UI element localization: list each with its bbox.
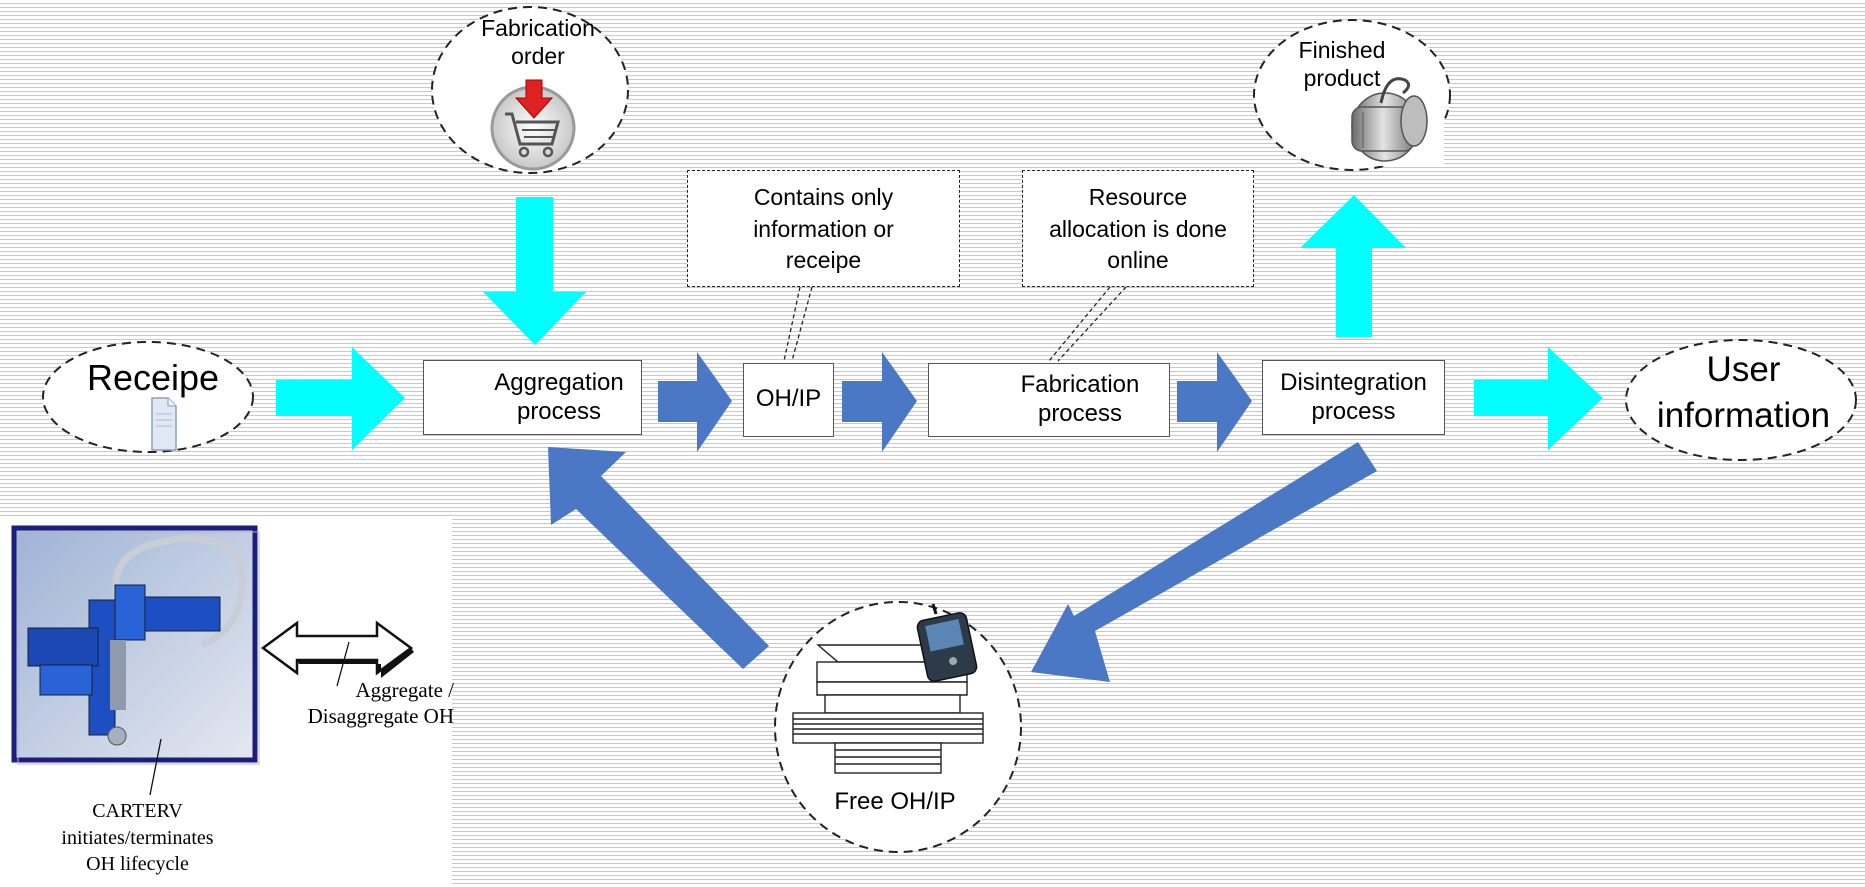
callout-leader bbox=[1057, 286, 1127, 362]
blue-arrow-diagonal-icon bbox=[1031, 442, 1377, 682]
fabrication-callout-box bbox=[1022, 170, 1254, 287]
carterv-pointer-line bbox=[149, 738, 162, 796]
document-icon bbox=[151, 397, 177, 451]
cyan-arrow-up-icon bbox=[1300, 195, 1406, 337]
blue-arrow-right-icon bbox=[658, 352, 732, 452]
cyan-arrow-down-icon bbox=[483, 197, 586, 345]
blue-arrow-right-icon bbox=[1177, 352, 1252, 452]
blue-arrow-diagonal-icon bbox=[548, 447, 769, 669]
aggregation-process-box bbox=[423, 360, 642, 435]
cyan-arrow-right-icon bbox=[1474, 347, 1603, 450]
finished-product-image bbox=[1338, 74, 1444, 166]
fabrication-process-box bbox=[928, 363, 1170, 437]
receipe-ellipse bbox=[42, 341, 254, 453]
aggregate-pointer-line bbox=[336, 641, 350, 687]
callout-leader bbox=[1048, 286, 1111, 362]
blue-arrow-right-icon bbox=[842, 352, 917, 452]
disintegration-process-box bbox=[1262, 360, 1445, 435]
ohip-callout-box bbox=[687, 170, 960, 287]
ohip-box bbox=[743, 363, 834, 437]
cyan-arrow-right-icon bbox=[276, 347, 405, 450]
pda-device-icon bbox=[916, 603, 978, 682]
callout-leader bbox=[791, 286, 813, 362]
callout-leader bbox=[783, 286, 801, 362]
user-information-ellipse bbox=[1625, 339, 1857, 461]
arrow-shadow bbox=[297, 648, 414, 678]
shopping-cart-icon bbox=[490, 79, 576, 171]
robot-photo-image bbox=[11, 525, 260, 765]
